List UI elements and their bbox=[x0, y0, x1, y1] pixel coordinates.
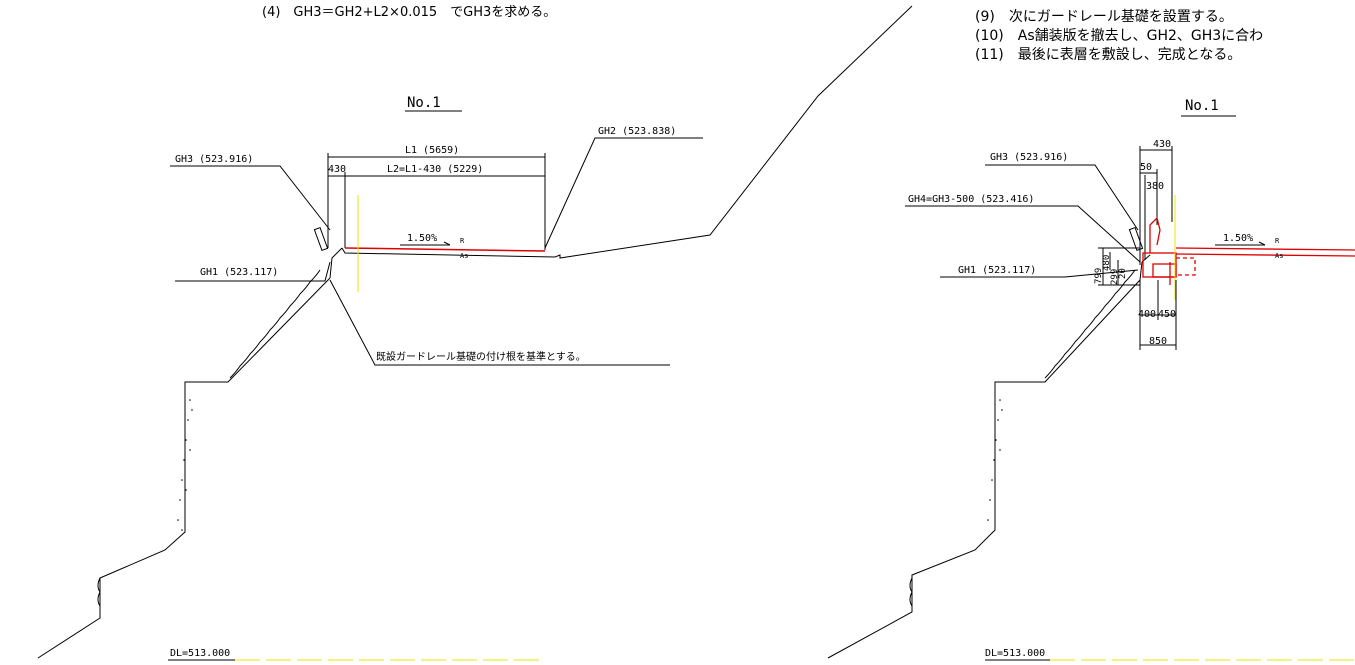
left-l2-label: L2=L1-430 (5229) bbox=[387, 164, 483, 175]
left-slope-hatch bbox=[177, 399, 193, 531]
right-new-foundation bbox=[1142, 216, 1355, 285]
right-datum-label: DL=513.000 bbox=[985, 648, 1045, 659]
right-dim-50: 50 bbox=[1140, 162, 1152, 173]
note-step10: (10) As舗装版を撤去し、GH2、GH3に合わ bbox=[975, 28, 1263, 44]
right-gh1-label: GH1 (523.117) bbox=[958, 265, 1036, 276]
left-title: No.1 bbox=[407, 95, 441, 111]
right-slope-hatch bbox=[987, 399, 1003, 521]
note-step11: (11) 最後に表層を敷設し、完成となる。 bbox=[975, 47, 1241, 63]
left-l1-label: L1 (5659) bbox=[405, 145, 459, 156]
left-slope-label: 1.50% bbox=[407, 233, 437, 244]
right-r-label: R bbox=[1275, 237, 1280, 245]
right-cross-section bbox=[827, 115, 1266, 661]
right-dim-400: 400 bbox=[1138, 309, 1156, 320]
right-gh3-label: GH3 (523.916) bbox=[990, 152, 1068, 163]
right-title: No.1 bbox=[1185, 98, 1219, 114]
left-base-note: 既設ガードレール基礎の付け根を基準とする。 bbox=[376, 350, 586, 363]
left-as-label: As bbox=[460, 252, 468, 260]
right-dim-850: 850 bbox=[1149, 336, 1167, 347]
right-as-label: As bbox=[1275, 252, 1283, 260]
right-dim-799: 799 bbox=[1094, 268, 1104, 284]
left-r-label: R bbox=[460, 237, 465, 245]
right-dim-430: 430 bbox=[1153, 139, 1171, 150]
right-dim-450: 450 bbox=[1158, 309, 1176, 320]
right-dim-299: 299 bbox=[1110, 269, 1120, 285]
right-dim-380: 380 bbox=[1146, 181, 1164, 192]
note-step4: (4) GH3＝GH2+L2×0.015 でGH3を求める。 bbox=[262, 5, 556, 20]
right-dim-480: 480 bbox=[1102, 255, 1112, 271]
right-slope-label: 1.50% bbox=[1223, 233, 1253, 244]
left-pavement-line bbox=[344, 247, 546, 252]
left-datum-label: DL=513.000 bbox=[170, 648, 230, 659]
right-gh4-label: GH4=GH3-500 (523.416) bbox=[908, 194, 1034, 205]
left-gh1-label: GH1 (523.117) bbox=[200, 267, 278, 278]
left-gh2-label: GH2 (523.838) bbox=[598, 126, 676, 137]
note-step9: (9) 次にガードレール基礎を設置する。 bbox=[975, 8, 1233, 25]
right-dim-20: 20 bbox=[1118, 268, 1128, 279]
left-cross-section bbox=[37, 5, 913, 661]
left-dim-430: 430 bbox=[328, 164, 346, 175]
left-gh3-label: GH3 (523.916) bbox=[175, 154, 253, 165]
